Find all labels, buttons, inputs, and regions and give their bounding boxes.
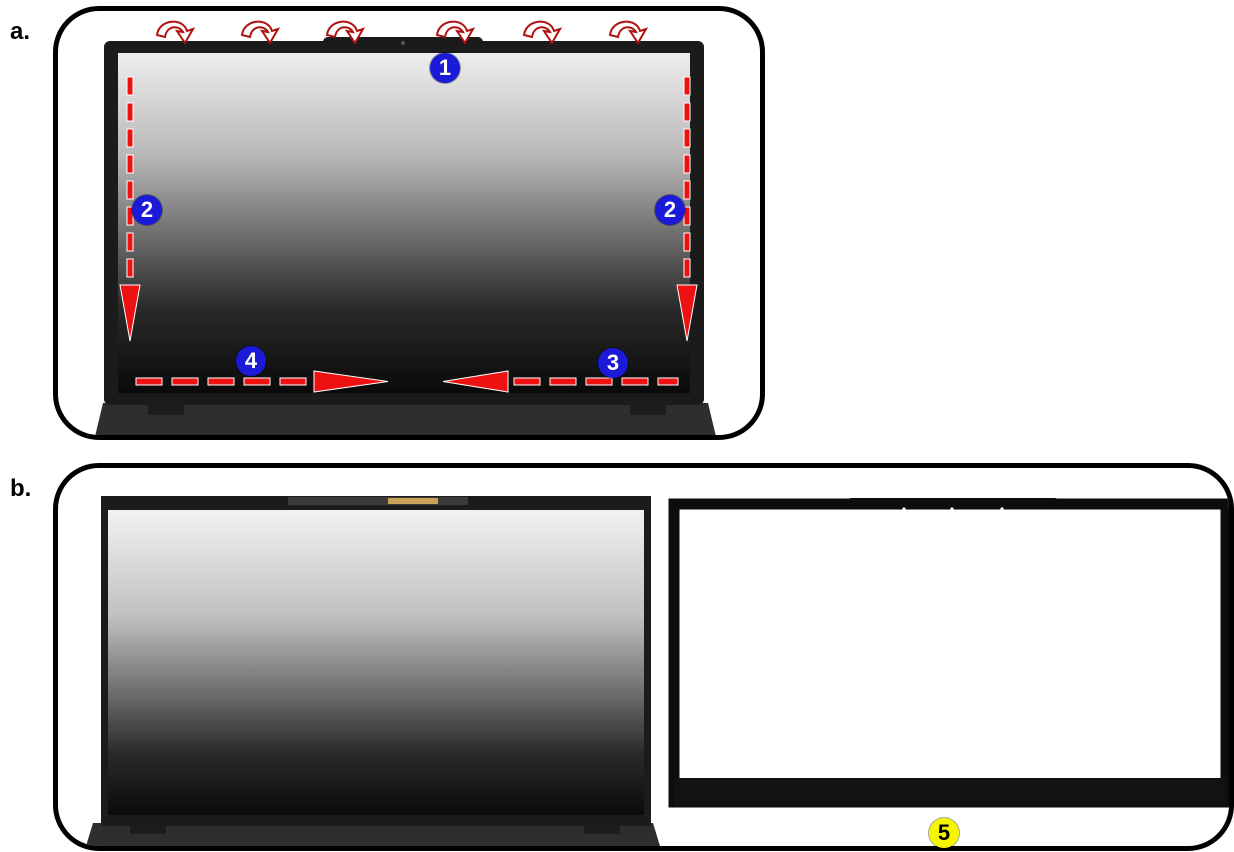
callout-2-right: 2 [655, 195, 685, 225]
camera-icon [401, 41, 405, 45]
bezel-bottom-strip [674, 778, 1226, 806]
lcd-connector [388, 498, 438, 504]
panel-a-illustration [58, 11, 765, 440]
panel-a-frame [53, 6, 765, 440]
laptop-base [93, 403, 718, 440]
display-screen [118, 53, 690, 393]
curved-arrow-icon [157, 22, 193, 43]
curved-arrow-icon [610, 22, 646, 43]
lcd-screen [108, 510, 644, 815]
laptop-base-b [83, 823, 663, 851]
display-bezel-removed [674, 504, 1226, 802]
panel-b-label: b. [10, 475, 31, 503]
bezel-camera-bulge [848, 498, 1058, 506]
panel-b-illustration [58, 468, 1234, 851]
curved-arrow-icon [242, 22, 278, 43]
panel-a-label: a. [10, 18, 30, 46]
camera-hole-icon [950, 507, 953, 510]
callout-3: 3 [598, 348, 628, 378]
camera-hole-icon [902, 507, 905, 510]
lcd-top-strip [288, 497, 468, 505]
curved-arrow-icon [524, 22, 560, 43]
callout-2-left: 2 [132, 195, 162, 225]
panel-b-frame [53, 463, 1234, 851]
callout-5: 5 [929, 818, 959, 848]
callout-1: 1 [430, 53, 460, 83]
camera-hole-icon [1000, 507, 1003, 510]
callout-4: 4 [236, 346, 266, 376]
